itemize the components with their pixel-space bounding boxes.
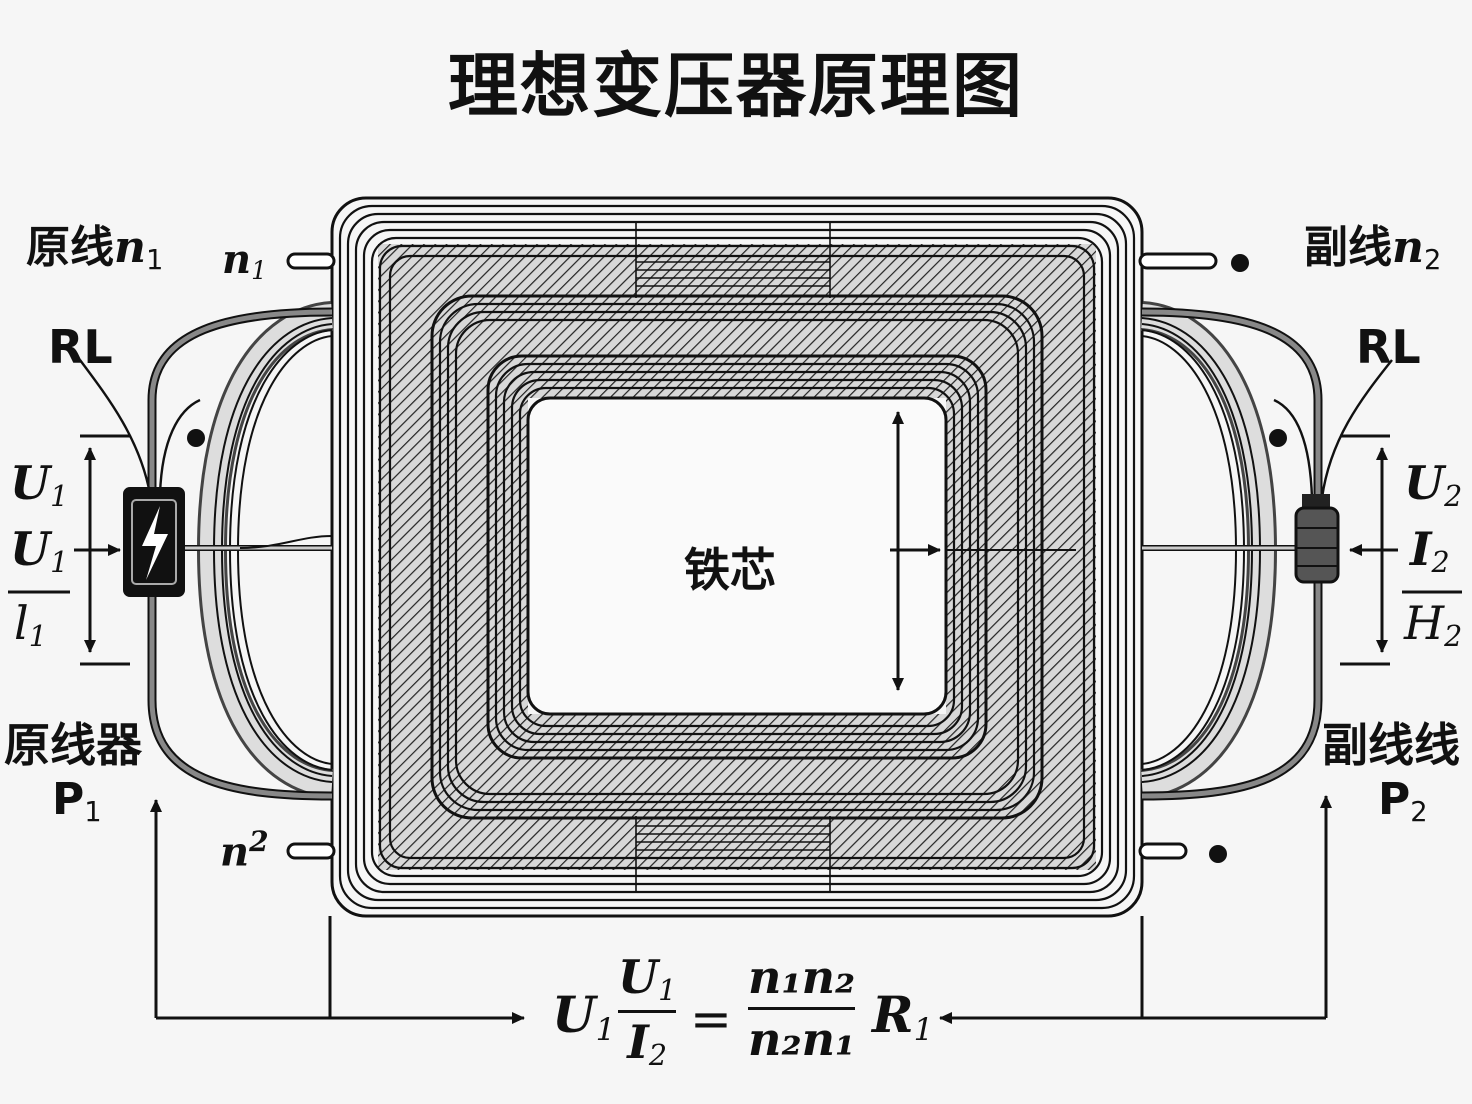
secondary-rl-label: RL: [1356, 320, 1421, 374]
primary-voltage-label: U1: [10, 456, 69, 514]
formula-connectors: [150, 795, 1332, 1024]
formula-lhs: U1: [552, 985, 616, 1048]
polarity-dots: [187, 254, 1287, 863]
secondary-voltage-label: U2: [1404, 456, 1463, 514]
primary-terminal-bottom-label: n2: [220, 825, 269, 876]
core-hatch: [378, 244, 1096, 870]
secondary-turns-label: 副线n2: [1304, 222, 1442, 276]
rl-leads: [79, 359, 1393, 499]
primary-coil: [147, 301, 334, 801]
secondary-voltage-bottom-label: H2: [1404, 596, 1463, 654]
secondary-current-label: I2: [1410, 522, 1450, 580]
formula-fraction-2-denominator: n₂n₁: [748, 1011, 856, 1066]
formula-fraction-1-denominator: I2: [627, 1015, 667, 1073]
voltage-bracket-right: [1340, 434, 1462, 666]
lightning-bolt-icon: [142, 506, 168, 580]
primary-rl-label: RL: [48, 320, 113, 374]
formula-equals: =: [690, 990, 732, 1048]
primary-voltage-mid-label: U1: [10, 522, 69, 580]
diagram-title: 理想变压器原理图: [448, 45, 1024, 127]
formula-fraction-1-numerator: U1: [618, 950, 677, 1008]
current-transformer-icon: [1294, 494, 1340, 584]
primary-power-label: P1: [52, 774, 102, 828]
primary-source: [123, 487, 185, 597]
flux-arrow: [890, 411, 941, 691]
primary-terminal-top-label: n1: [222, 236, 267, 286]
formula-rhs: R1: [872, 985, 934, 1048]
formula-fraction-1: U1 I2: [618, 950, 677, 1073]
primary-turns-label: 原线n1: [26, 222, 164, 276]
secondary-device-label: 副线线: [1322, 718, 1460, 772]
terminals: [286, 252, 1218, 860]
primary-current-label: l1: [14, 596, 47, 654]
iron-core: [330, 196, 1144, 918]
voltage-bracket-left: [8, 434, 130, 666]
secondary-coil: [1140, 301, 1323, 801]
formula-fraction-2: n₁n₂ n₂n₁: [748, 950, 856, 1066]
secondary-power-label: P2: [1378, 774, 1428, 828]
formula-fraction-2-numerator: n₁n₂: [748, 950, 856, 1004]
core-label: 铁芯: [684, 543, 776, 597]
primary-device-label: 原线器: [4, 718, 142, 772]
